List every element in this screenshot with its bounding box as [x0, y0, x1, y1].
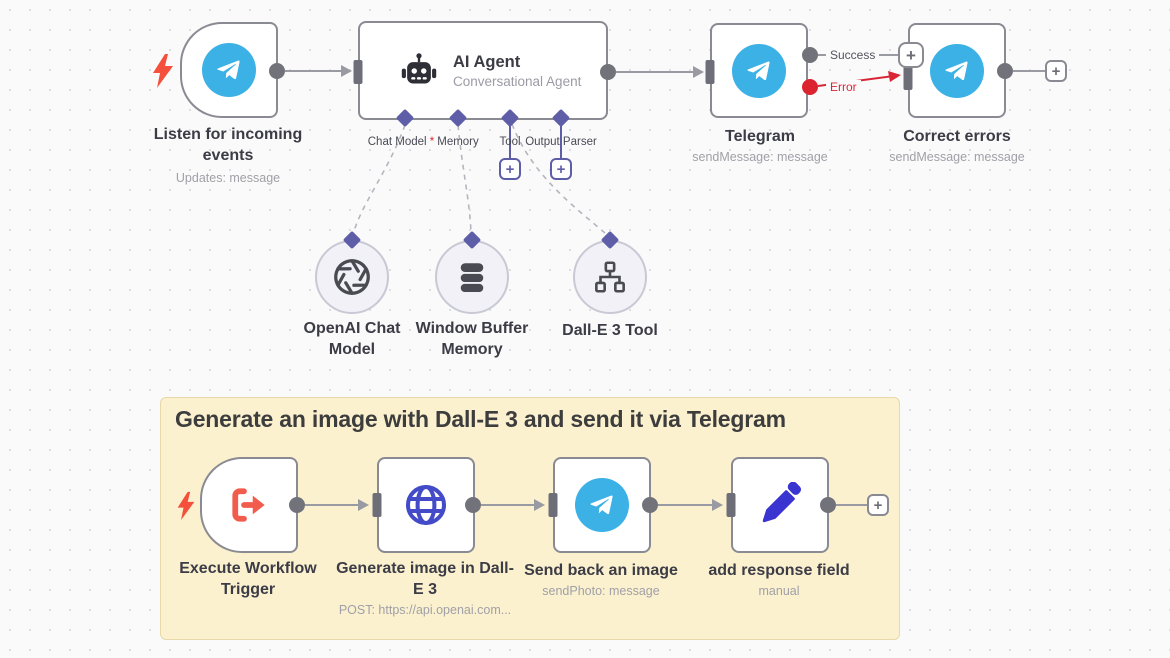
output-endpoint[interactable] — [642, 497, 658, 513]
telegram-icon — [732, 43, 786, 98]
add-next-node-button[interactable]: + — [867, 494, 889, 516]
node-generate-image-dalle3[interactable] — [377, 457, 475, 553]
input-endpoint[interactable] — [903, 66, 913, 90]
add-node-button[interactable]: + — [898, 42, 924, 68]
success-connection-label: Success — [826, 48, 880, 62]
node-label: OpenAI Chat Model — [303, 320, 401, 359]
node-subtitle: Updates: message — [175, 171, 281, 185]
node-label: Generate image in Dall-E 3 — [336, 560, 514, 599]
input-endpoint[interactable] — [548, 493, 558, 517]
node-window-buffer-memory[interactable] — [435, 240, 509, 314]
output-endpoint[interactable] — [289, 497, 305, 513]
output-endpoint[interactable] — [600, 64, 616, 80]
node-label: Listen for incoming events — [153, 126, 303, 165]
node-label: Send back an image — [524, 562, 678, 579]
port-label-memory: Memory — [437, 136, 479, 148]
node-correct-errors[interactable] — [908, 23, 1006, 118]
error-connection-label: Error — [826, 80, 861, 94]
globe-icon — [405, 484, 447, 526]
sub-node-connections — [352, 123, 606, 236]
sitemap-icon — [595, 261, 625, 293]
telegram-icon — [202, 43, 256, 97]
port-label-tool: Tool — [499, 136, 521, 148]
openai-icon — [334, 259, 370, 295]
node-ai-agent[interactable]: AI Agent Conversational Agent — [358, 21, 608, 120]
add-output-parser-button[interactable]: + — [550, 158, 572, 180]
success-output-endpoint[interactable] — [802, 47, 818, 63]
ai-agent-subtitle: Conversational Agent — [453, 73, 582, 89]
robot-icon — [401, 52, 437, 83]
node-label: Correct errors — [903, 128, 1011, 145]
output-endpoint[interactable] — [465, 497, 481, 513]
input-endpoint[interactable] — [705, 60, 715, 84]
output-endpoint[interactable] — [997, 63, 1013, 79]
pencil-icon — [762, 482, 802, 523]
node-add-response-field[interactable] — [731, 457, 829, 553]
node-label: Dall-E 3 Tool — [562, 322, 658, 339]
node-send-back-an-image[interactable] — [553, 457, 651, 553]
ai-port-stubs — [509, 124, 562, 158]
node-label: Telegram — [725, 128, 795, 145]
node-label: Window Buffer Memory — [415, 320, 529, 359]
node-subtitle: sendMessage: message — [692, 150, 828, 164]
node-subtitle: sendMessage: message — [889, 150, 1025, 164]
sign-out-icon — [232, 488, 265, 522]
trigger-bolt-icon — [177, 491, 195, 521]
sticky-note-title: Generate an image with Dall-E 3 and send… — [175, 406, 786, 432]
add-tool-button[interactable]: + — [499, 158, 521, 180]
node-openai-chat-model[interactable] — [315, 240, 389, 314]
input-endpoint[interactable] — [726, 493, 736, 517]
node-telegram[interactable] — [710, 23, 808, 118]
node-label: add response field — [708, 562, 850, 579]
node-listen-for-incoming-events[interactable] — [180, 22, 278, 118]
trigger-bolt-icon — [153, 54, 173, 88]
node-label: Execute Workflow Trigger — [179, 560, 317, 599]
node-subtitle: sendPhoto: message — [542, 584, 660, 598]
input-endpoint[interactable] — [353, 60, 363, 84]
node-subtitle: manual — [758, 584, 800, 598]
connection-arrowheads — [341, 65, 723, 511]
add-next-node-button[interactable]: + — [1045, 60, 1067, 82]
node-dalle3-tool[interactable] — [573, 240, 647, 314]
main-connections — [285, 54, 1045, 506]
node-execute-workflow-trigger[interactable] — [200, 457, 298, 553]
database-icon — [460, 263, 484, 292]
ai-agent-title: AI Agent — [453, 52, 521, 71]
telegram-icon — [930, 43, 984, 98]
error-output-endpoint[interactable] — [802, 79, 818, 95]
port-label-text: Chat Model — [367, 136, 427, 148]
node-subtitle: POST: https://api.openai.com... — [338, 603, 512, 617]
output-endpoint[interactable] — [269, 63, 285, 79]
output-endpoint[interactable] — [820, 497, 836, 513]
port-label-output-parser: Output Parser — [525, 136, 597, 148]
input-endpoint[interactable] — [372, 493, 382, 517]
telegram-icon — [575, 478, 629, 532]
port-label-chat-model: Chat Model * — [368, 136, 435, 148]
required-marker: * — [429, 136, 435, 148]
